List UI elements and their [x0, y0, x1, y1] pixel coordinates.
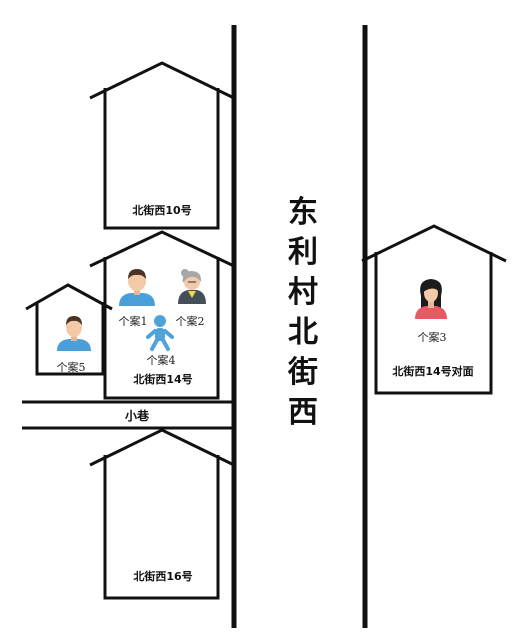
- alley-label: 小巷: [125, 408, 150, 423]
- elderly-woman-avatar-icon: [178, 269, 206, 304]
- case-4-label: 个案4: [147, 353, 176, 367]
- case-4: 个案4: [146, 315, 176, 367]
- house-14-opposite-label: 北街西14号对面: [392, 364, 473, 378]
- case-5: 个案5: [57, 316, 91, 374]
- house-14-opposite-walls: [374, 252, 493, 395]
- house-16-roof: [89, 428, 235, 467]
- house-14: 北街西14号: [89, 230, 235, 400]
- house-small: [25, 283, 113, 376]
- case-3: 个案3: [415, 279, 447, 344]
- woman-avatar-icon: [415, 279, 447, 319]
- baby-avatar-icon: [146, 315, 174, 351]
- house-14-roof: [89, 230, 235, 268]
- house-14-walls: [103, 257, 220, 400]
- house-10-walls: [103, 88, 220, 230]
- case-1-label: 个案1: [119, 314, 148, 328]
- house-16-walls: [103, 455, 220, 600]
- case-2-label: 个案2: [176, 314, 205, 328]
- house-10-label: 北街西10号: [132, 203, 191, 217]
- case-1: 个案1: [119, 269, 155, 328]
- street-name-char: 利: [288, 235, 318, 270]
- man-avatar-icon: [119, 269, 155, 306]
- house-16-label: 北街西16号: [133, 569, 192, 583]
- house-small-walls: [35, 302, 105, 376]
- street-name-char: 村: [288, 275, 318, 310]
- street-name: 东 利 村 北 街 西: [287, 195, 318, 430]
- house-14-opposite: 北街西14号对面: [361, 224, 507, 395]
- street-name-char: 街: [287, 355, 318, 390]
- case-3-label: 个案3: [418, 330, 447, 344]
- street-name-char: 东: [288, 195, 318, 230]
- case-2: 个案2: [176, 269, 206, 328]
- house-10: 北街西10号: [89, 61, 235, 230]
- house-16: 北街西16号: [89, 428, 235, 600]
- case-5-label: 个案5: [57, 360, 86, 374]
- man-avatar-icon: [57, 316, 91, 351]
- house-10-roof: [89, 61, 235, 100]
- house-14-opposite-roof: [361, 224, 507, 263]
- house-small-roof: [25, 283, 113, 311]
- street-name-char: 西: [288, 395, 318, 430]
- street-name-char: 北: [288, 315, 318, 350]
- house-14-label: 北街西14号: [133, 372, 192, 386]
